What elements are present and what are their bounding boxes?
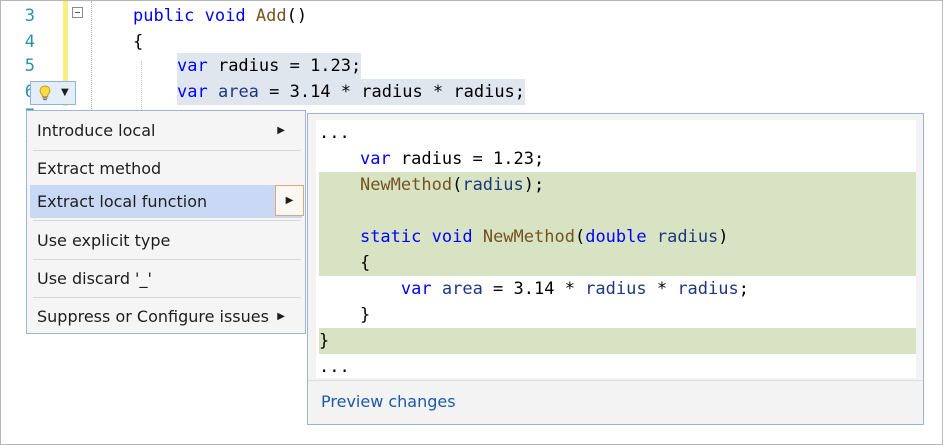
chevron-down-icon: ▼ xyxy=(61,87,69,98)
line-number: 3 xyxy=(24,6,35,26)
code-text: ); xyxy=(523,175,545,195)
parameter: radius xyxy=(462,175,524,195)
preview-line-added: { xyxy=(319,250,916,276)
code-text: { xyxy=(359,253,371,273)
line-number: 4 xyxy=(24,32,35,52)
code-line-6[interactable]: var area = 3.14 * radius * radius; xyxy=(177,79,526,105)
menu-divider xyxy=(33,259,301,260)
menu-divider xyxy=(33,150,301,151)
parameter: radius xyxy=(677,279,739,299)
submenu-arrow-icon: ▶ xyxy=(277,125,285,136)
menu-divider xyxy=(33,297,301,298)
menu-item-introduce-local[interactable]: Introduce local ▶ xyxy=(30,114,302,147)
keyword: public xyxy=(133,6,195,26)
code-text: ( xyxy=(452,175,463,195)
menu-item-label: Extract local function xyxy=(37,192,208,211)
keyword: void xyxy=(204,6,246,26)
menu-item-extract-method[interactable]: Extract method xyxy=(30,152,302,185)
preview-line-added: NewMethod(radius); xyxy=(319,172,916,198)
lightbulb-icon xyxy=(39,85,51,101)
menu-item-label: Use discard '_' xyxy=(37,269,152,288)
preview-line-added: } xyxy=(319,328,916,354)
menu-item-label: Extract method xyxy=(37,159,162,178)
preview-ellipsis: ... xyxy=(319,357,350,377)
keyword: static xyxy=(359,227,422,247)
method-name: NewMethod xyxy=(482,227,575,247)
code-line-4[interactable]: { xyxy=(133,29,143,55)
preview-divider xyxy=(308,380,923,381)
quick-actions-button[interactable]: ▼ xyxy=(30,81,76,105)
collapse-toggle-icon[interactable] xyxy=(72,7,83,18)
keyword: var xyxy=(177,56,208,76)
code-text: = 3.14 * xyxy=(482,279,586,299)
keyword: double xyxy=(585,227,647,247)
code-text: ) xyxy=(718,227,729,247)
code-text: } xyxy=(319,331,330,351)
submenu-arrow-icon: ▶ xyxy=(277,311,285,322)
line-number: 5 xyxy=(24,56,35,76)
code-text: ; xyxy=(738,279,749,299)
menu-item-use-discard[interactable]: Use discard '_' xyxy=(30,262,302,295)
code-text: radius = 1.23; xyxy=(207,56,362,76)
menu-divider xyxy=(33,220,301,221)
code-text: ( xyxy=(574,227,586,247)
menu-item-label: Suppress or Configure issues xyxy=(37,307,269,326)
preview-line: var radius = 1.23; xyxy=(319,146,916,172)
code-line-5[interactable]: var radius = 1.23; xyxy=(177,53,362,79)
preview-line-added: static void NewMethod(double radius) xyxy=(319,224,916,250)
code-text: radius = 1.23; xyxy=(390,149,545,169)
preview-ellipsis: ... xyxy=(319,123,350,143)
method-name: Add xyxy=(255,6,287,26)
indent-guide xyxy=(141,61,142,121)
keyword: var xyxy=(359,149,391,169)
code-text: = 3.14 * radius * radius; xyxy=(258,82,526,102)
code-text: } xyxy=(359,305,371,325)
parameter: radius xyxy=(656,227,719,247)
preview-code: ... var radius = 1.23; NewMethod(radius)… xyxy=(316,120,916,378)
preview-line: var area = 3.14 * radius * radius; xyxy=(319,276,916,302)
code-fix-preview-pane: ... var radius = 1.23; NewMethod(radius)… xyxy=(307,113,924,425)
menu-item-suppress-or-configure-issues[interactable]: Suppress or Configure issues ▶ xyxy=(30,300,302,333)
code-text: { xyxy=(133,32,144,52)
indent-guide xyxy=(91,1,92,119)
preview-line-added xyxy=(319,198,916,224)
menu-item-use-explicit-type[interactable]: Use explicit type xyxy=(30,224,302,257)
submenu-arrow-icon[interactable]: ▶ xyxy=(275,185,304,216)
code-line-3[interactable]: public void Add() xyxy=(133,3,307,29)
method-name: NewMethod xyxy=(359,175,453,195)
quick-actions-menu: Introduce local ▶ Extract method Extract… xyxy=(26,110,306,334)
local-variable: area xyxy=(217,82,259,102)
line-number: 6 xyxy=(15,79,35,105)
preview-line: } xyxy=(319,302,916,328)
menu-item-extract-local-function[interactable]: Extract local function ▶ xyxy=(30,185,304,218)
preview-changes-link[interactable]: Preview changes xyxy=(321,392,456,411)
change-indicator-bar xyxy=(63,1,68,106)
menu-item-label: Introduce local xyxy=(37,121,156,140)
parameter: radius xyxy=(585,279,647,299)
code-text: () xyxy=(286,6,308,26)
keyword: var xyxy=(400,279,432,299)
local-variable: area xyxy=(441,279,483,299)
keyword: var xyxy=(177,82,208,102)
code-text: * xyxy=(646,279,678,299)
keyword: void xyxy=(431,227,473,247)
menu-item-label: Use explicit type xyxy=(37,231,171,250)
